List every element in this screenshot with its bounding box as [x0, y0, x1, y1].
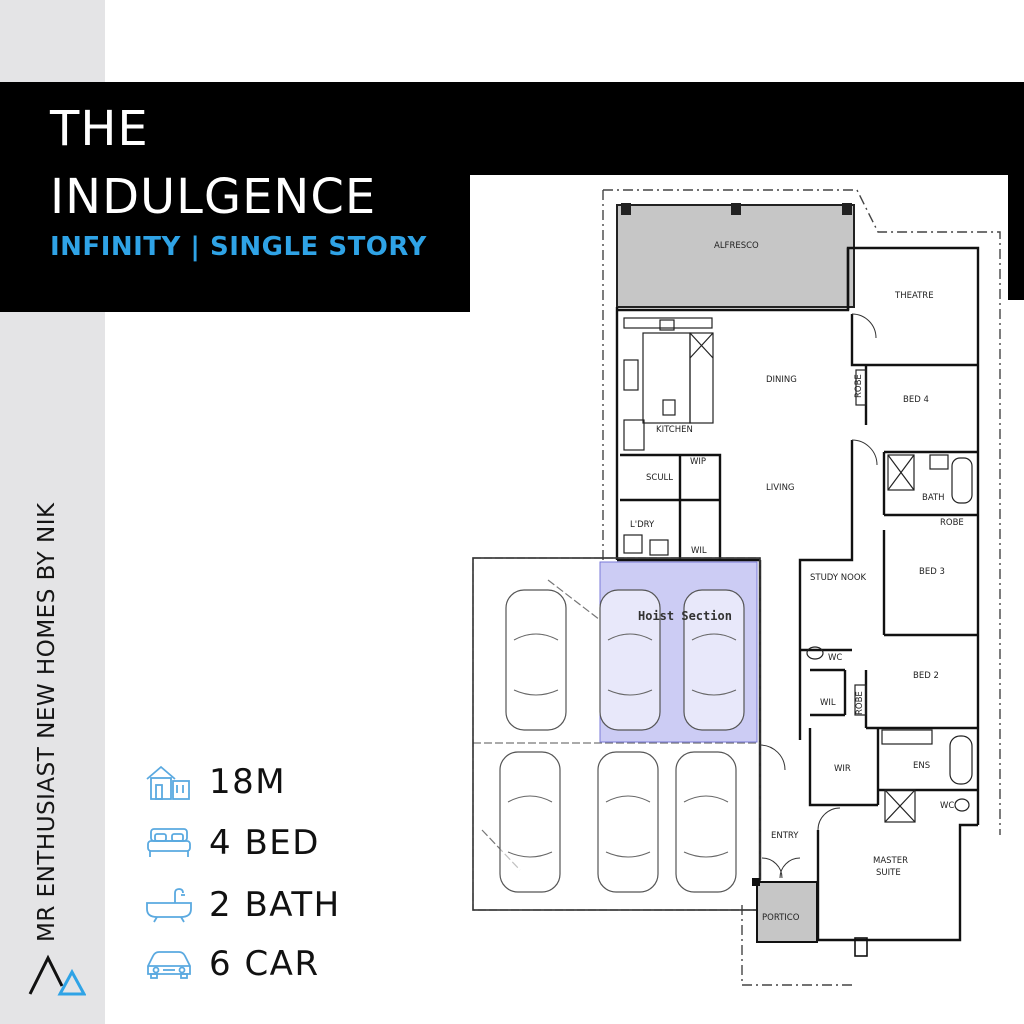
room-robe-bed3: ROBE: [940, 518, 964, 528]
portico-area: [756, 881, 818, 943]
stat-bathrooms-label: 2 BATH: [209, 885, 341, 925]
title-banner-edge: [1008, 175, 1024, 300]
room-bath: BATH: [922, 493, 945, 503]
room-wc: WC: [828, 653, 842, 663]
subtitle: INFINITY | SINGLE STORY: [50, 232, 427, 262]
hoist-section: [599, 561, 758, 743]
room-robe-bed4: ROBE: [854, 374, 864, 398]
alfresco-area: [616, 204, 855, 308]
title-banner-lower: [0, 175, 470, 312]
bathtub-icon: [143, 885, 195, 925]
room-bed4: BED 4: [903, 395, 929, 405]
stat-bathrooms: 2 BATH: [143, 882, 341, 928]
hoist-label: Hoist Section: [638, 609, 732, 623]
stat-bedrooms-label: 4 BED: [209, 823, 320, 863]
stat-frontage-label: 18M: [209, 762, 287, 802]
room-wip: WIP: [690, 457, 706, 467]
car-icon: [143, 944, 195, 984]
room-master-1: MASTER: [873, 856, 908, 866]
bed-icon: [143, 823, 195, 863]
house-icon: [143, 762, 195, 802]
brand-text: MR ENTHUSIAST NEW HOMES BY NIK: [34, 502, 60, 942]
title-line-2: INDULGENCE: [50, 169, 377, 225]
brand-logo-icon: [28, 954, 86, 996]
room-entry: ENTRY: [771, 831, 799, 841]
room-ldry: L'DRY: [630, 520, 655, 530]
stat-garage: 6 CAR: [143, 941, 320, 987]
room-master-2: SUITE: [876, 868, 901, 878]
room-wc-ensuite: WC: [940, 801, 954, 811]
room-dining: DINING: [766, 375, 797, 385]
room-wil-laundry: WIL: [691, 546, 707, 556]
room-wir: WIR: [834, 764, 851, 774]
room-scull: SCULL: [646, 473, 673, 483]
stat-garage-label: 6 CAR: [209, 944, 320, 984]
room-kitchen: KITCHEN: [656, 425, 693, 435]
room-robe-bed2: ROBE: [855, 691, 865, 715]
room-wil: WIL: [820, 698, 836, 708]
room-ens: ENS: [913, 761, 930, 771]
stat-bedrooms: 4 BED: [143, 820, 320, 866]
room-living: LIVING: [766, 483, 795, 493]
room-alfresco: ALFRESCO: [714, 241, 759, 251]
room-bed2: BED 2: [913, 671, 939, 681]
stat-frontage: 18M: [143, 759, 286, 805]
title-banner: [0, 82, 1024, 175]
title-line-1: THE: [50, 101, 149, 157]
room-theatre: THEATRE: [894, 291, 934, 301]
room-bed3: BED 3: [919, 567, 945, 577]
room-portico: PORTICO: [762, 913, 800, 923]
room-study-nook: STUDY NOOK: [810, 573, 867, 583]
